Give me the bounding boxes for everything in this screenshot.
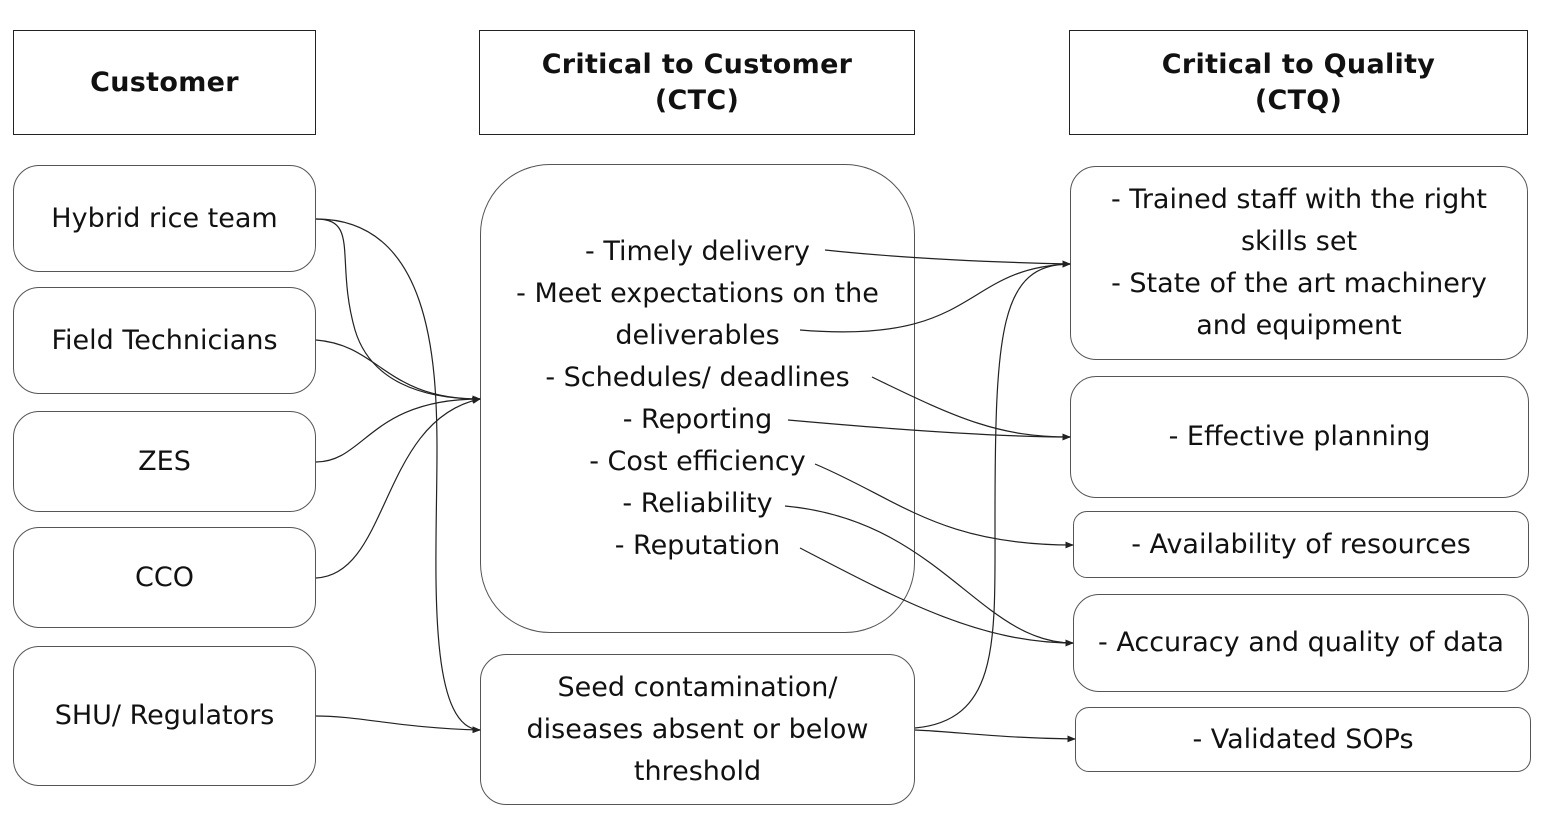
connector-field-to-ctc: [315, 339, 481, 403]
connector-seed-to-sops: [914, 729, 1076, 743]
connector-seed-to-staff: [914, 260, 1071, 729]
ctq-staff-line-4: and equipment: [1196, 310, 1402, 341]
ctq-sops-box: - Validated SOPs: [1075, 707, 1531, 772]
ctq-planning-label: - Effective planning: [1168, 421, 1431, 452]
ctq-sops-label: - Validated SOPs: [1192, 723, 1414, 755]
connector-cost-to-resources: [814, 463, 1074, 549]
ctq-staff-line-1: - Trained staff with the right: [1110, 184, 1488, 215]
ctq-accuracy-label: - Accuracy and quality of data: [1098, 627, 1504, 658]
ctq-resources-label: - Availability of resources: [1131, 528, 1471, 560]
connector-zes-to-ctc: [315, 395, 481, 463]
connector-cco-to-ctc: [315, 397, 481, 579]
ctc-item-reliability: - Reliability: [622, 487, 773, 519]
ctc-header: Critical to Customer (CTC): [479, 30, 915, 135]
connector-hybrid-to-seed: [315, 218, 481, 734]
customer-label: SHU/ Regulators: [54, 700, 275, 731]
ctq-header-line-2: (CTQ): [1254, 84, 1343, 116]
customer-cco: CCO: [13, 527, 316, 628]
connector-deliverables-to-staff: [799, 260, 1071, 333]
ctq-staff-box: - Trained staff with the right skills se…: [1070, 166, 1528, 360]
ctq-staff-line-2: skills set: [1240, 226, 1358, 257]
customer-label: CCO: [135, 561, 194, 593]
connector-reputation-to-accuracy: [799, 547, 1074, 647]
customer-hybrid-rice-team: Hybrid rice team: [13, 165, 316, 272]
ctq-accuracy-box: - Accuracy and quality of data: [1073, 594, 1529, 692]
ctc-item-timely-delivery: - Timely delivery: [585, 235, 810, 267]
customer-label: Field Technicians: [51, 324, 278, 356]
connector-timely-to-staff: [824, 249, 1071, 268]
ctc-seed-line-2: diseases absent or below: [526, 713, 869, 745]
customer-zes: ZES: [13, 411, 316, 512]
ctc-seed-line-3: threshold: [633, 755, 762, 787]
ctc-header-line-2: (CTC): [654, 84, 740, 116]
customer-header: Customer: [13, 30, 316, 135]
ctc-item-meet-expectations: - Meet expectations on the: [516, 277, 879, 309]
ctq-staff-line-3: - State of the art machinery: [1111, 268, 1487, 299]
ctc-seed-line-1: Seed contamination/: [557, 671, 838, 703]
ctc-item-reporting: - Reporting: [622, 403, 773, 435]
ctc-header-line-1: Critical to Customer: [541, 48, 853, 80]
connector-hybrid-to-ctc: [315, 218, 481, 403]
ctq-resources-box: - Availability of resources: [1073, 511, 1529, 578]
ctc-item-schedules: - Schedules/ deadlines: [545, 361, 850, 393]
connector-reporting-to-planning: [787, 419, 1071, 441]
customer-label: ZES: [138, 445, 191, 477]
connector-shu-to-seed: [315, 715, 481, 734]
customer-field-technicians: Field Technicians: [13, 287, 316, 394]
ctq-header: Critical to Quality (CTQ): [1069, 30, 1528, 135]
connector-schedules-to-planning: [871, 376, 1071, 441]
customer-shu-regulators: SHU/ Regulators: [13, 646, 316, 786]
ctc-item-deliverables: deliverables: [615, 319, 780, 351]
ctq-header-line-1: Critical to Quality: [1161, 48, 1436, 80]
ctc-seed-box: Seed contamination/ diseases absent or b…: [480, 654, 915, 805]
customer-label: Hybrid rice team: [51, 202, 278, 234]
ctq-planning-box: - Effective planning: [1070, 376, 1529, 498]
customer-header-label: Customer: [90, 66, 239, 98]
ctc-main-box: - Timely delivery - Meet expectations on…: [480, 164, 915, 633]
ctc-item-reputation: - Reputation: [614, 529, 781, 561]
ctc-item-cost-efficiency: - Cost efficiency: [589, 445, 806, 477]
connector-reliability-to-accuracy: [784, 505, 1074, 647]
